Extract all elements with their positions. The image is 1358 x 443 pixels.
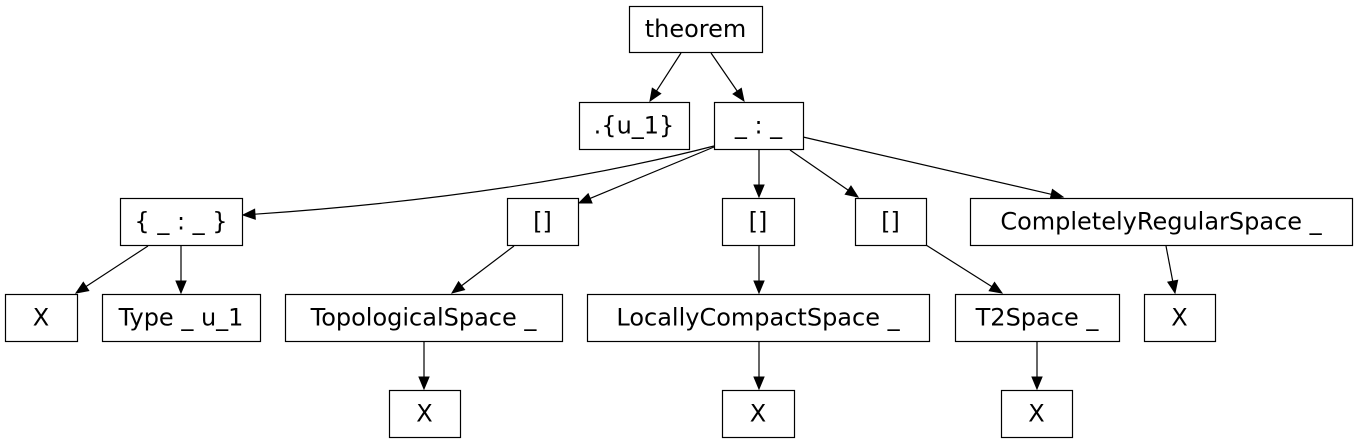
arrowhead	[1049, 188, 1065, 200]
node-box	[1143, 293, 1217, 343]
node-n16: X	[1000, 389, 1074, 439]
arrowhead	[753, 280, 765, 295]
node-box	[388, 389, 462, 439]
node-n10: TopologicalSpace _	[284, 293, 564, 343]
node-box	[721, 197, 796, 247]
arrowhead	[577, 192, 593, 204]
node-n7: CompletelyRegularSpace _	[969, 197, 1354, 247]
edge-n11-n15	[753, 342, 765, 391]
edge-n3-n9	[175, 246, 187, 295]
nodes-layer: theorem .{u_1} _ : _ { _ : _ } [] [] [] Complet…	[4, 5, 1354, 439]
node-n3: { _ : _ }	[119, 197, 244, 247]
node-n13: X	[1143, 293, 1217, 343]
node-label: T2Space _	[975, 304, 1100, 332]
arrowhead	[753, 376, 765, 391]
node-box	[628, 5, 764, 54]
edge-line	[461, 245, 515, 287]
edge-n2-n7	[802, 136, 1065, 200]
edge-line	[789, 149, 849, 191]
edge-line	[589, 146, 715, 199]
edge-n2-n6	[789, 149, 860, 198]
edge-line	[710, 52, 738, 92]
node-label: { _ : _ }	[134, 208, 227, 236]
node-n0: theorem	[628, 5, 764, 54]
edge-n12-n16	[1031, 342, 1043, 391]
node-label: TopologicalSpace _	[310, 304, 538, 332]
arrowhead	[74, 281, 90, 294]
edge-n2-n3	[241, 145, 715, 220]
edge-line	[1165, 245, 1174, 282]
edge-line	[802, 136, 1052, 195]
arrowhead	[844, 185, 860, 198]
node-n11: LocallyCompactSpace _	[586, 293, 931, 343]
node-n14: X	[388, 389, 462, 439]
edge-n10-n14	[418, 342, 430, 391]
edge-line	[925, 244, 993, 288]
edge-n0-n2	[710, 52, 745, 103]
node-box	[284, 293, 564, 343]
edge-n2-n5	[753, 150, 765, 199]
node-box	[721, 389, 796, 439]
node-label: Type _ u_1	[118, 304, 244, 332]
node-label: theorem	[645, 15, 747, 43]
node-n9: Type _ u_1	[101, 293, 262, 343]
node-label: []	[749, 208, 768, 236]
node-n12: T2Space _	[954, 293, 1121, 343]
edge-line	[254, 145, 715, 215]
node-label: X	[750, 400, 766, 428]
node-box	[1000, 389, 1074, 439]
arrowhead	[1031, 376, 1043, 391]
node-label: X	[33, 304, 49, 332]
node-n6: []	[854, 197, 928, 247]
arrowhead	[988, 281, 1004, 294]
node-label: LocallyCompactSpace _	[616, 304, 900, 332]
node-n15: X	[721, 389, 796, 439]
node-n8: X	[4, 293, 79, 343]
node-box	[101, 293, 262, 343]
node-box	[854, 197, 928, 247]
node-n2: _ : _	[713, 101, 805, 151]
node-box	[578, 101, 691, 151]
edge-n5-n11	[753, 246, 765, 295]
node-label: X	[1171, 304, 1187, 332]
arrowhead	[1167, 279, 1179, 295]
node-box	[969, 197, 1354, 247]
edge-n2-n4	[577, 146, 715, 204]
arrowhead	[649, 87, 662, 103]
node-label: X	[1028, 400, 1044, 428]
edge-n0-n1	[649, 52, 682, 103]
node-label: []	[533, 208, 552, 236]
arrowhead	[418, 376, 430, 391]
node-n5: []	[721, 197, 796, 247]
arrowhead	[450, 280, 466, 294]
arrowhead	[241, 208, 256, 220]
node-label: CompletelyRegularSpace _	[1000, 208, 1322, 236]
edge-n4-n10	[450, 245, 515, 294]
node-label: _ : _	[734, 112, 783, 140]
node-n1: .{u_1}	[578, 101, 691, 151]
edge-line	[85, 245, 149, 287]
node-label: X	[416, 400, 432, 428]
edge-line	[656, 52, 682, 92]
node-box	[713, 101, 805, 151]
node-box	[506, 197, 580, 247]
arrowhead	[732, 87, 745, 103]
arrowhead	[753, 184, 765, 199]
edges-layer	[74, 52, 1179, 391]
edge-n6-n12	[925, 244, 1004, 294]
edge-n3-n8	[74, 245, 149, 294]
edge-n7-n13	[1165, 245, 1179, 295]
node-box	[586, 293, 931, 343]
node-n4: []	[506, 197, 580, 247]
node-label: []	[881, 208, 900, 236]
arrowhead	[175, 280, 187, 295]
node-box	[119, 197, 244, 247]
node-box	[954, 293, 1121, 343]
node-box	[4, 293, 79, 343]
node-label: .{u_1}	[594, 112, 675, 140]
